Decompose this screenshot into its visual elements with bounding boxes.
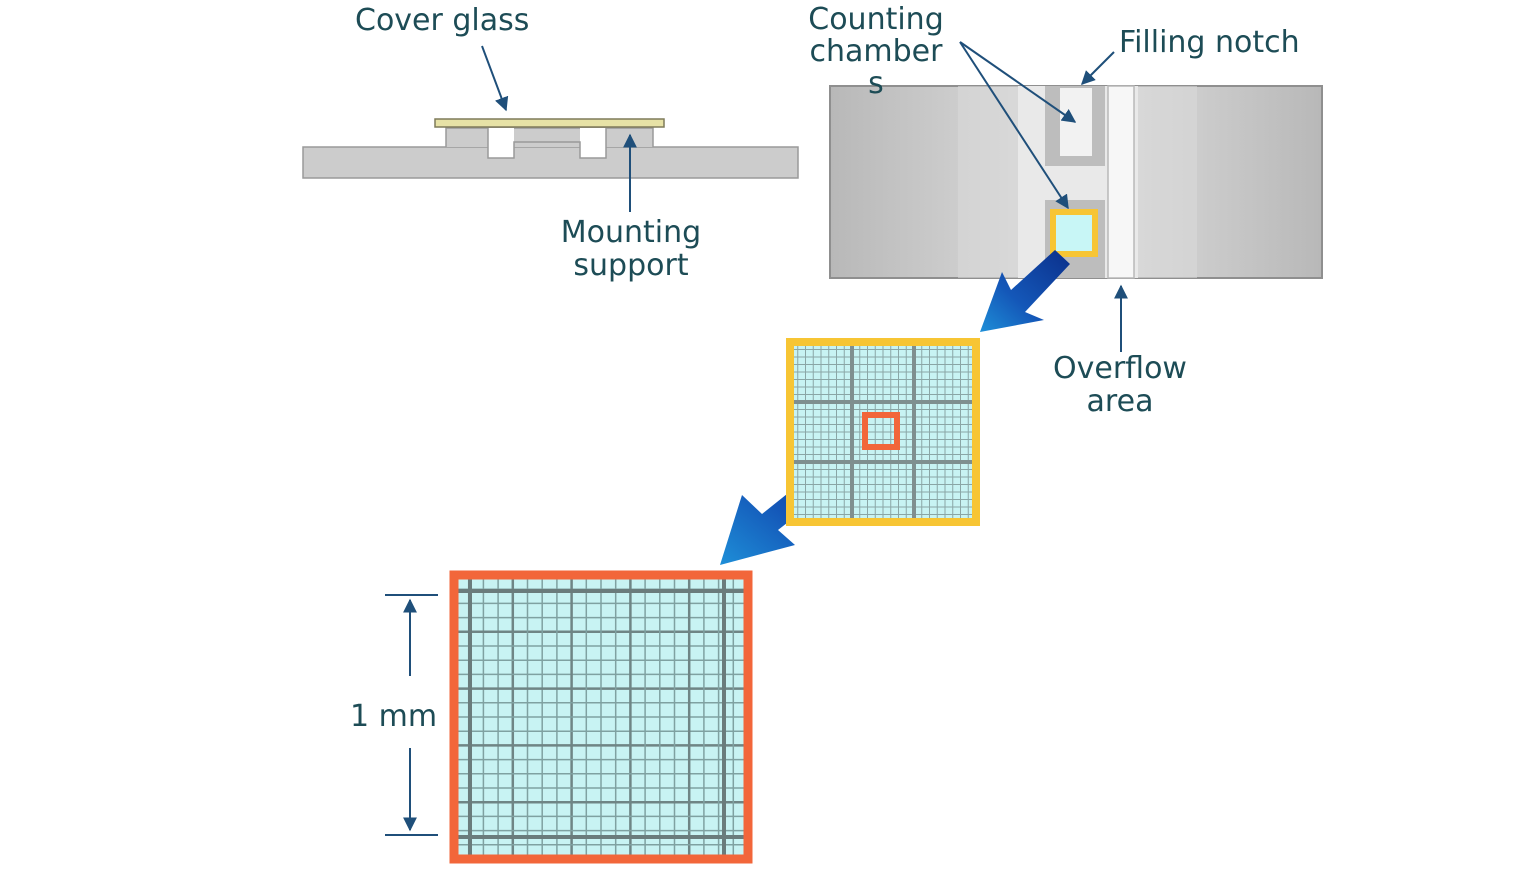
counting-chamber-pointer-1	[959, 41, 1077, 123]
zoom-arrow-1	[980, 250, 1070, 332]
cover-glass-label: Cover glass	[355, 3, 530, 38]
overflow-area-label: Overflow area	[1040, 352, 1200, 418]
mounting-support-line1: Mounting	[560, 215, 702, 250]
mounting-support-profile	[445, 127, 654, 147]
overflow-area-line2: area	[1086, 384, 1154, 419]
pointer-lines	[481, 41, 1128, 352]
mounting-support-line2: support	[573, 248, 689, 283]
large-grid	[449, 570, 753, 864]
overflow-area-line1: Overflow	[1053, 351, 1187, 386]
scale-bar	[385, 594, 438, 836]
filling-notch-label: Filling notch	[1119, 25, 1300, 60]
cover-glass-plate	[434, 118, 665, 128]
cover-glass-pointer	[481, 45, 509, 112]
medium-grid	[786, 338, 980, 526]
overflow-channel	[1107, 85, 1135, 279]
scale-label: 1 mm	[348, 699, 440, 734]
counting-chambers-line3: s	[868, 66, 884, 101]
counting-chambers-line2: chamber	[809, 34, 943, 69]
chamber-highlight-yellow	[1050, 209, 1098, 257]
filling-notch-pointer	[1081, 51, 1115, 85]
base-slide	[302, 146, 799, 179]
mounting-support-label: Mounting support	[552, 216, 710, 282]
counting-chambers-label: Counting chamber s	[800, 4, 952, 100]
counting-chambers-line1: Counting	[808, 2, 944, 37]
chamber-well-left	[488, 128, 514, 158]
counting-chamber-pointer-2	[959, 41, 1069, 210]
sub-square-highlight-orange	[862, 412, 900, 450]
chamber-well-right	[580, 128, 606, 158]
side-view	[302, 118, 799, 179]
top-view-slide	[829, 85, 1323, 279]
